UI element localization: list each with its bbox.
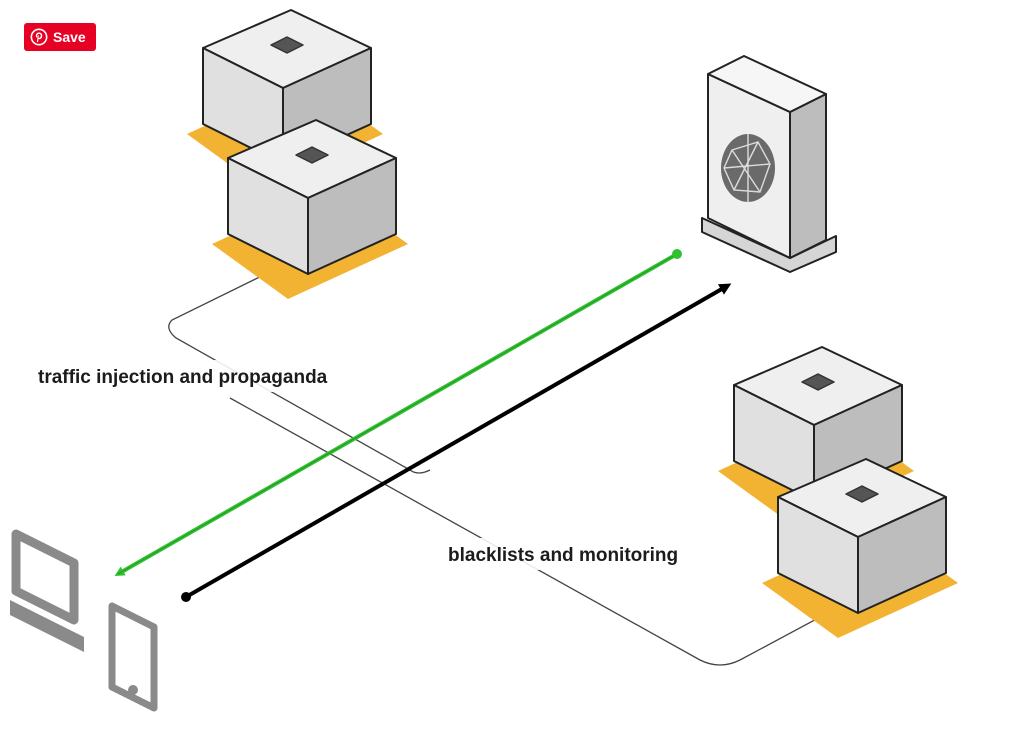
save-button[interactable]: Save [24, 23, 96, 51]
connector-line-bottom [229, 397, 853, 666]
connector-line-top [168, 263, 431, 474]
green-arrow-start-dot [672, 249, 682, 259]
pinterest-icon [30, 28, 48, 46]
label-traffic-injection: traffic injection and propaganda [38, 367, 328, 388]
save-label: Save [53, 29, 86, 45]
tor-onion-server-icon [701, 55, 837, 273]
black-arrow [185, 283, 732, 599]
black-arrow-start-dot [181, 592, 191, 602]
label-blacklists-monitoring: blacklists and monitoring [448, 545, 678, 566]
desktop-and-phone-icon [10, 529, 158, 712]
